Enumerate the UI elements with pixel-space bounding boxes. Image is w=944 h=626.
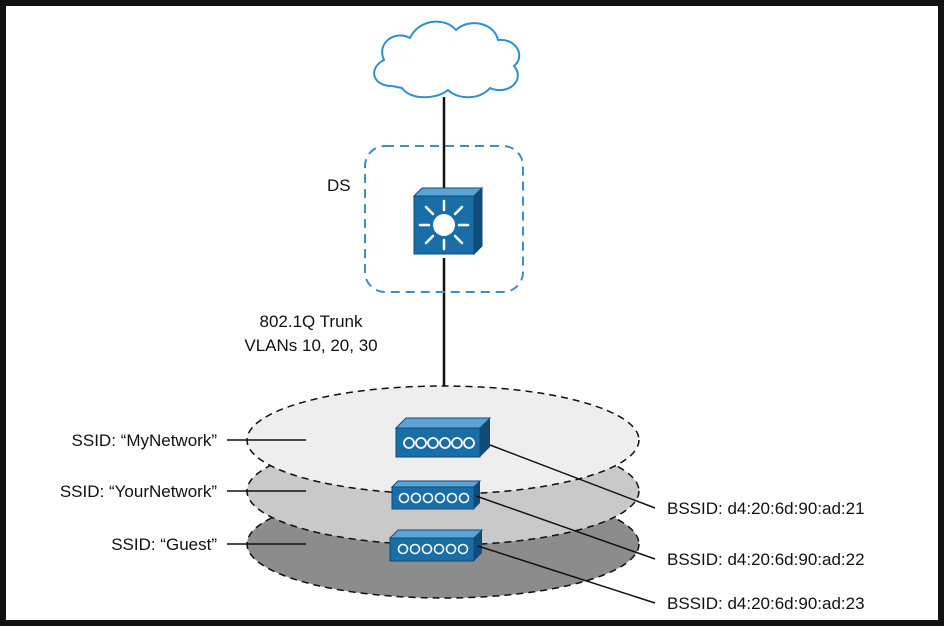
multilayer-switch-icon xyxy=(412,186,484,256)
trunk-label-line2: VLANs 10, 20, 30 xyxy=(244,336,377,355)
access-point-icon xyxy=(388,529,484,562)
ssid-label-yournetwork: SSID: “YourNetwork” xyxy=(60,482,217,501)
access-point-icon xyxy=(390,480,482,510)
access-point-icon xyxy=(394,417,492,458)
bssid-label-3: BSSID: d4:20:6d:90:ad:23 xyxy=(667,594,865,613)
trunk-label-line1: 802.1Q Trunk xyxy=(259,312,363,331)
bssid-leader-line xyxy=(475,495,656,560)
ssid-label-mynetwork: SSID: “MyNetwork” xyxy=(72,431,218,450)
ssid-label-guest: SSID: “Guest” xyxy=(111,535,217,554)
bssid-leader-line xyxy=(489,444,656,509)
cloud-icon xyxy=(373,20,521,99)
bssid-label-2: BSSID: d4:20:6d:90:ad:22 xyxy=(667,550,865,569)
bssid-label-1: BSSID: d4:20:6d:90:ad:21 xyxy=(667,499,865,518)
bssid-leader-line xyxy=(477,545,656,604)
ds-label: DS xyxy=(327,176,351,195)
ds-boundary xyxy=(364,145,524,293)
